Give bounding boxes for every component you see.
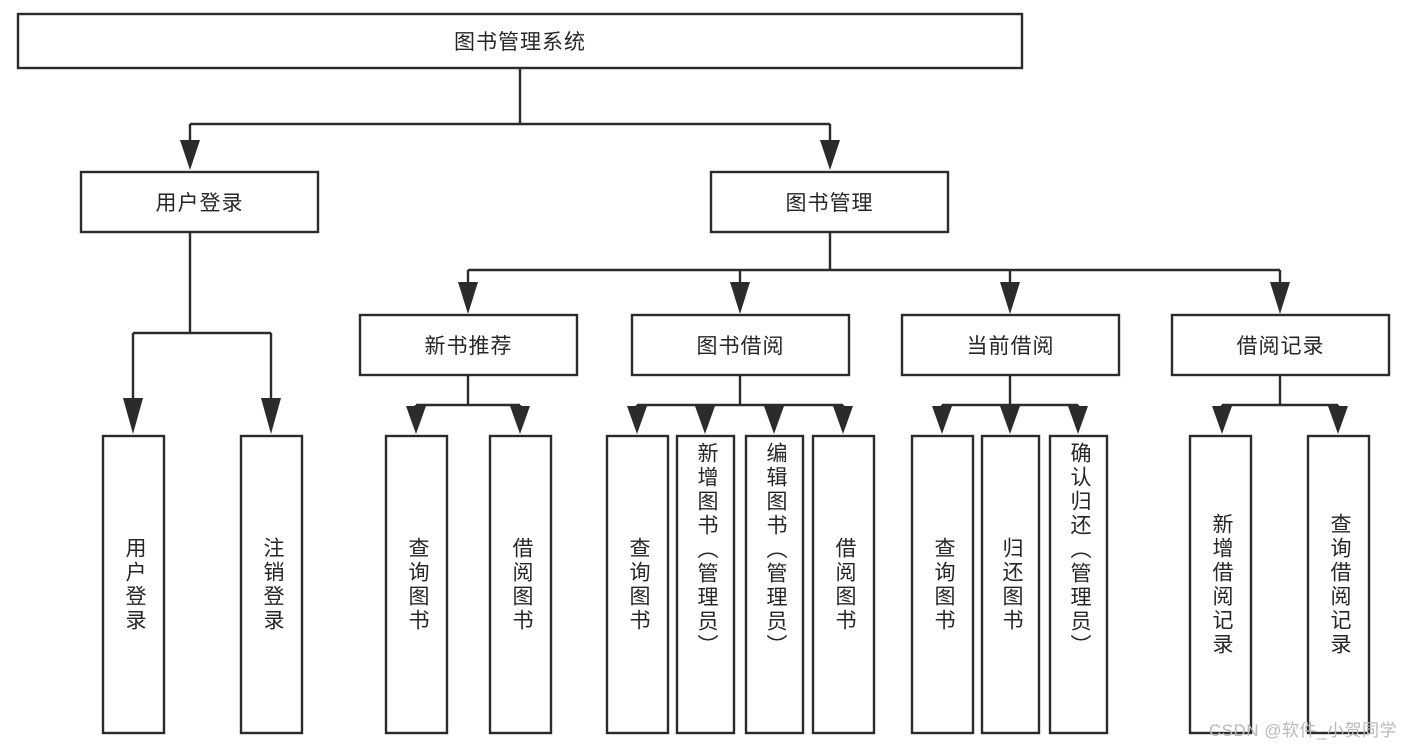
arrow-current-leaf-1 <box>932 406 952 434</box>
node-box-leaf-7[interactable] <box>811 434 876 735</box>
node-box-root[interactable] <box>16 12 1024 70</box>
node-box-leaf-0[interactable] <box>101 434 166 735</box>
node-box-leaf-3[interactable] <box>488 434 553 735</box>
arrow-book-to-borrow <box>730 282 750 314</box>
arrow-newbook-leaf-2 <box>510 406 530 434</box>
arrow-record-leaf-1 <box>1212 406 1232 434</box>
node-box-leaf-2[interactable] <box>384 434 449 735</box>
connector-group-current <box>932 375 1088 434</box>
arrow-record-leaf-2 <box>1328 406 1348 434</box>
arrow-book-to-record <box>1270 282 1290 314</box>
arrow-current-leaf-2 <box>1000 406 1020 434</box>
node-box-leaf-11[interactable] <box>1188 434 1253 735</box>
arrow-book-to-current <box>1000 282 1020 314</box>
node-box-leaf-5[interactable] <box>675 434 736 735</box>
node-box-leaf-6[interactable] <box>744 434 805 735</box>
arrow-root-to-book <box>820 140 840 170</box>
node-box-leaf-8[interactable] <box>910 434 975 735</box>
connector-group-user-login <box>123 232 281 434</box>
arrow-borrow-leaf-2 <box>695 406 715 434</box>
connector-group-newbook <box>406 375 530 434</box>
connector-group-root <box>180 68 840 170</box>
arrow-user-leaf-1 <box>123 398 143 434</box>
arrow-root-to-user <box>180 140 200 170</box>
arrow-borrow-leaf-1 <box>627 406 647 434</box>
node-box-current-borrow[interactable] <box>900 313 1121 377</box>
node-box-leaf-9[interactable] <box>980 434 1041 735</box>
node-box-borrow-record[interactable] <box>1170 313 1391 377</box>
node-box-leaf-12[interactable] <box>1306 434 1371 735</box>
arrow-current-leaf-3 <box>1068 406 1088 434</box>
node-box-user-login[interactable] <box>79 170 320 234</box>
connector-group-book-manage <box>458 232 1290 314</box>
arrow-book-to-newbook <box>458 282 478 314</box>
arrow-user-leaf-2 <box>261 398 281 434</box>
arrow-borrow-leaf-3 <box>764 406 784 434</box>
node-box-leaf-4[interactable] <box>605 434 670 735</box>
node-box-book-manage[interactable] <box>709 170 950 234</box>
connector-group-record <box>1212 375 1348 434</box>
node-box-leaf-10[interactable] <box>1048 434 1109 735</box>
node-box-book-borrow[interactable] <box>630 313 851 377</box>
node-box-leaf-1[interactable] <box>239 434 304 735</box>
connector-group-borrow <box>627 375 853 434</box>
node-box-new-book-recommend[interactable] <box>358 313 579 377</box>
arrow-borrow-leaf-4 <box>833 406 853 434</box>
arrow-newbook-leaf-1 <box>406 406 426 434</box>
